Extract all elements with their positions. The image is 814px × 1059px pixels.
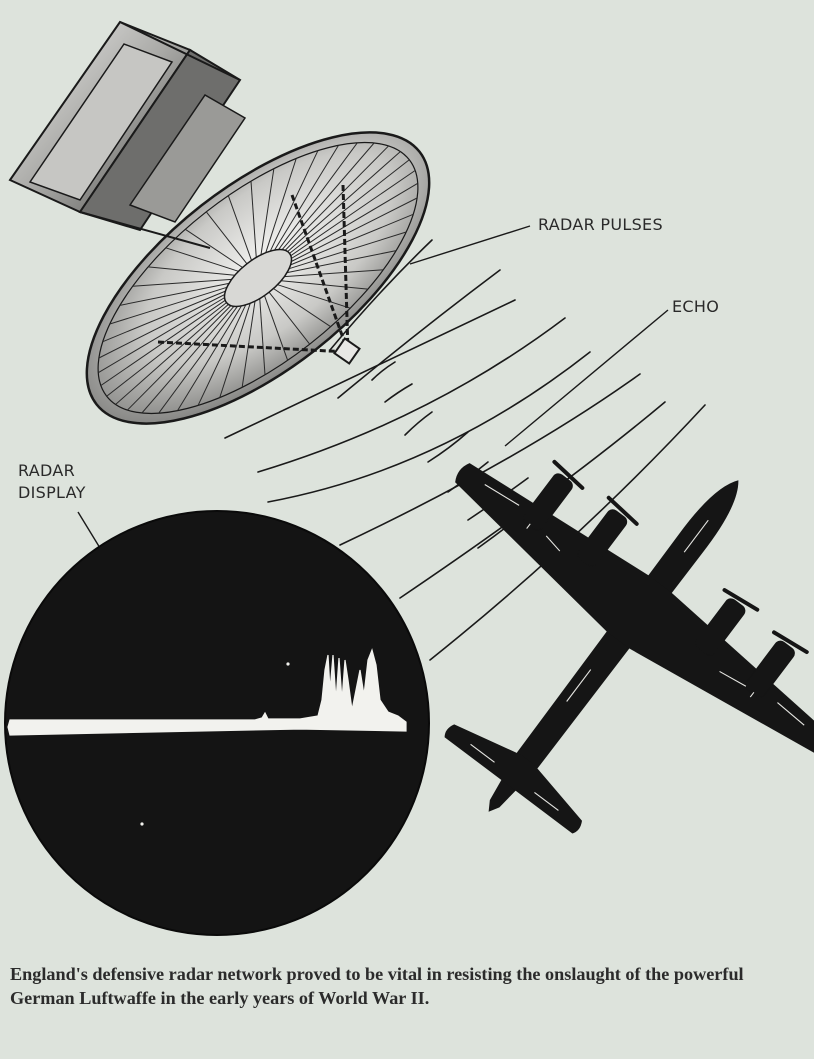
radar-antenna: [10, 22, 476, 477]
echo-arc: [372, 362, 395, 380]
echo-leader: [505, 310, 668, 446]
aircraft-tailplane: [443, 710, 594, 835]
aircraft-panel-lines: [355, 400, 814, 898]
radar-pulses-label: RADAR PULSES: [538, 214, 663, 236]
scope-blip: [140, 822, 143, 825]
echo-label: ECHO: [672, 296, 719, 318]
radar-display: [5, 511, 429, 935]
radar-display-label-line2: DISPLAY: [18, 482, 86, 504]
pulse-line: [340, 374, 640, 545]
echo-arc: [405, 412, 432, 435]
pulse-line: [268, 352, 590, 502]
display-leader: [78, 512, 100, 548]
figure-caption: England's defensive radar network proved…: [10, 962, 808, 1010]
scope-blip: [286, 662, 289, 665]
radar-display-label: RADAR DISPLAY: [18, 460, 86, 504]
feed-horn: [334, 338, 359, 363]
pulses-leader: [410, 226, 530, 264]
echo-arc: [428, 432, 468, 462]
radar-display-label-line1: RADAR: [18, 460, 86, 482]
echo-arc: [385, 384, 412, 402]
aircraft-wings: [436, 447, 814, 778]
